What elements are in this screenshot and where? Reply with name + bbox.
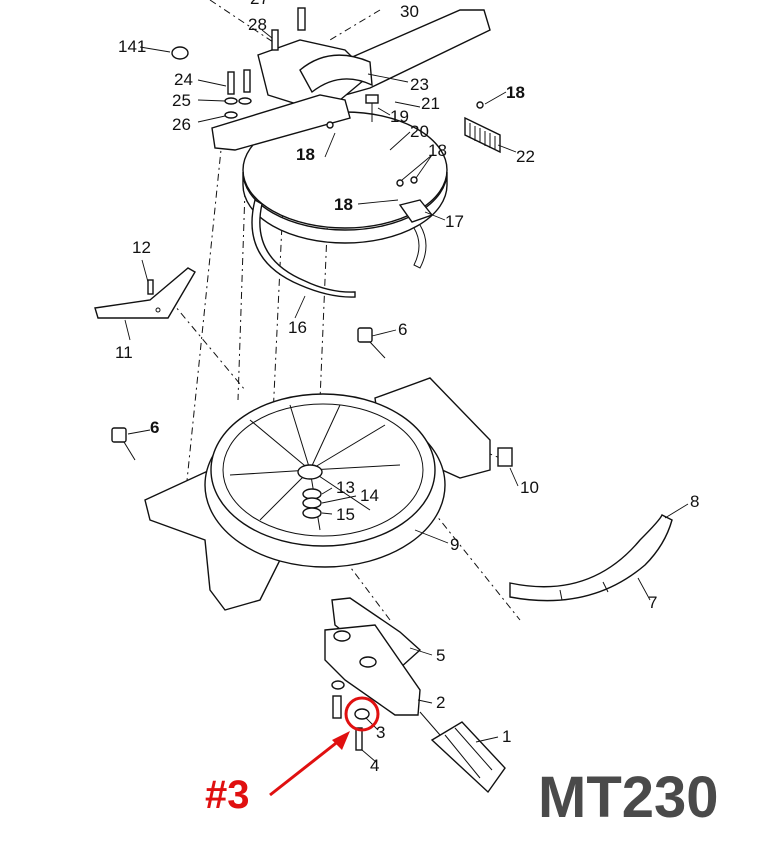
callout-label: #3 (205, 773, 250, 817)
label-26: 26 (172, 115, 191, 134)
label-25: 25 (172, 91, 191, 110)
label-12: 12 (132, 238, 151, 257)
label-2: 2 (436, 693, 445, 712)
label-7: 7 (648, 593, 657, 612)
label-13: 13 (336, 478, 355, 497)
label-19: 19 (390, 107, 409, 126)
label-22: 22 (516, 147, 535, 166)
label-10: 10 (520, 478, 539, 497)
label-16: 16 (288, 318, 307, 337)
curved-guide (299, 54, 373, 94)
small-bolts (171, 7, 306, 119)
label-18-right: 18 (428, 141, 447, 160)
part-7-scale (509, 514, 673, 602)
callout-arrow-line (269, 738, 341, 797)
callout-arrow-head (332, 731, 350, 750)
label-14: 14 (360, 486, 379, 505)
lock-assembly (324, 597, 506, 794)
part-16-strip (251, 198, 356, 298)
part-22-vent (464, 116, 501, 154)
part-4-screw (355, 727, 363, 751)
label-11: 11 (115, 343, 133, 362)
part-6-knobs (111, 327, 386, 461)
part-19-head (365, 94, 379, 104)
label-30: 30 (400, 2, 419, 21)
label-18-bold-top: 18 (506, 83, 525, 102)
lower-arm-bracket (211, 94, 351, 151)
model-name: MT230 (538, 765, 719, 830)
label-24: 24 (174, 70, 193, 89)
label-8: 8 (690, 492, 699, 511)
label-3: 3 (376, 723, 385, 742)
part-15-nut (302, 507, 322, 519)
label-9: 9 (450, 535, 459, 554)
part-11-pointer (94, 267, 196, 319)
upper-table-assembly (171, 7, 501, 269)
label-21: 21 (421, 94, 440, 113)
label-1: 1 (502, 727, 511, 746)
label-28: 28 (248, 15, 267, 34)
part-2-lock-plate (324, 624, 421, 716)
label-5: 5 (436, 646, 445, 665)
highlight-circle (344, 696, 380, 732)
part-14-washer (302, 497, 322, 509)
label-6-upper: 6 (398, 320, 407, 339)
part-labels: 141 24 25 26 27 28 30 23 19 21 20 18 18 … (115, 0, 699, 775)
part-20-cover-edge (242, 171, 448, 244)
part-3-washer (354, 708, 370, 720)
label-18-bold-low: 18 (334, 195, 353, 214)
label-20: 20 (410, 122, 429, 141)
label-18-bold-mid: 18 (296, 145, 315, 164)
part-10-label (497, 447, 513, 467)
leader-lines (124, 29, 689, 763)
label-15: 15 (336, 505, 355, 524)
label-27: 27 (250, 0, 269, 8)
label-17: 17 (445, 212, 464, 231)
part-141-nut (171, 46, 189, 60)
label-141: 141 (118, 37, 146, 56)
label-4: 4 (370, 756, 379, 775)
part-1-handle (419, 711, 506, 794)
label-6-bold: 6 (150, 418, 159, 437)
base-assembly (144, 377, 513, 611)
label-23: 23 (410, 75, 429, 94)
highlight-callout: #3 (205, 696, 380, 817)
